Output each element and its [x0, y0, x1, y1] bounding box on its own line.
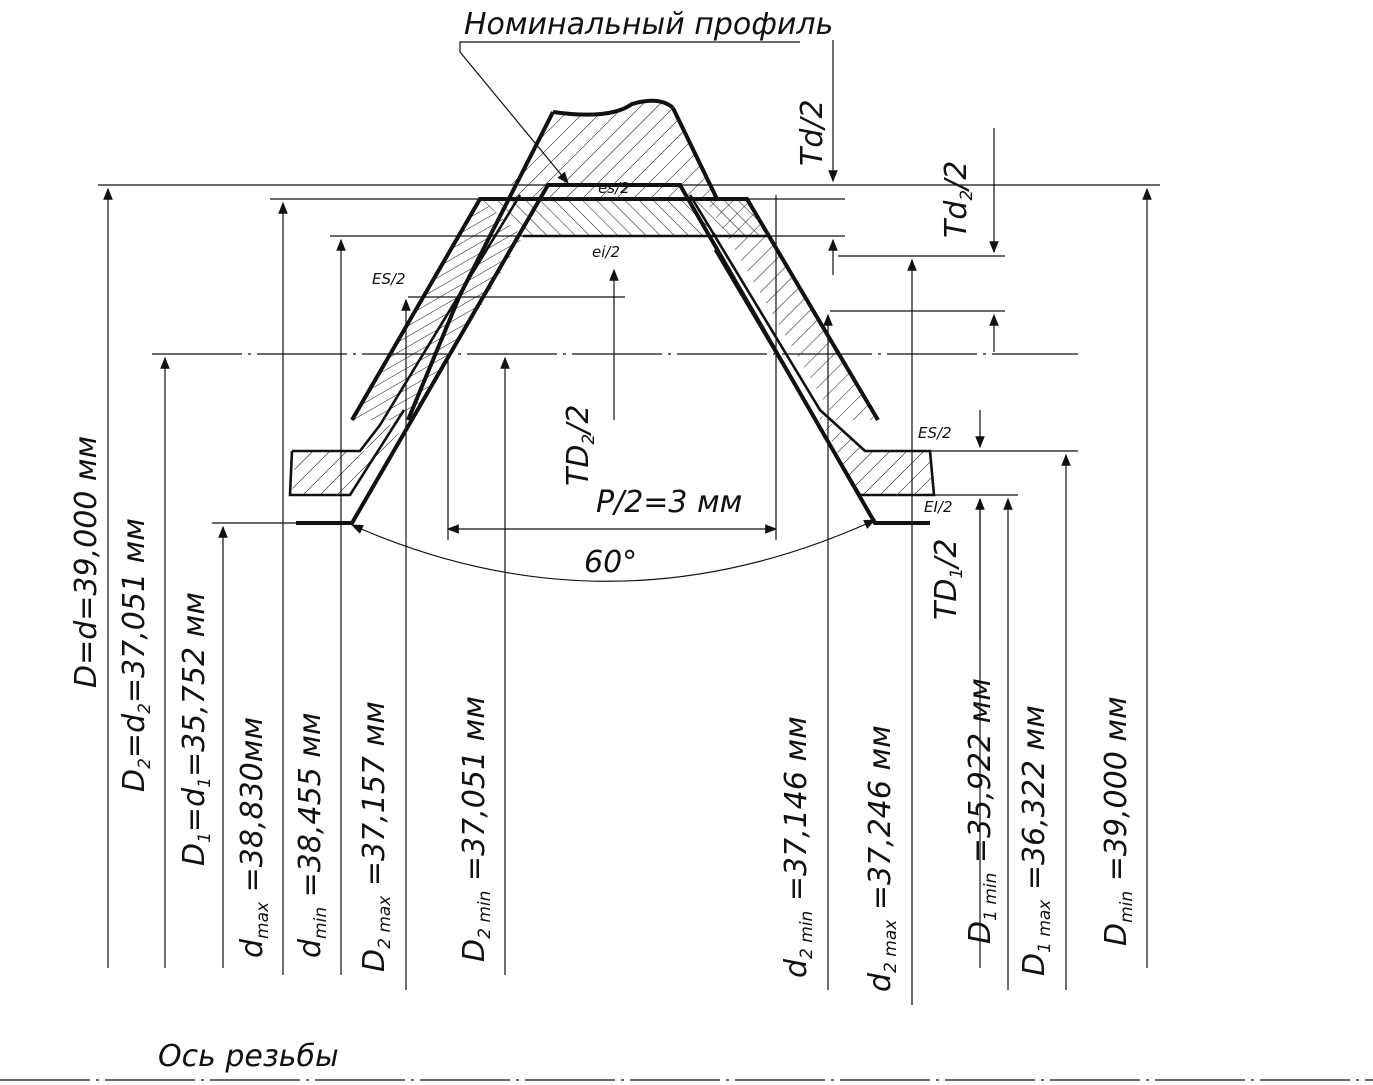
right-flank-tolerance-band: [705, 199, 878, 420]
D2max-label: D2 max =37,157 мм: [357, 701, 395, 972]
es-label: es/2: [598, 179, 630, 197]
nut-right-root-section: [815, 410, 932, 495]
d2max-label: d2 max =37,246 мм: [863, 725, 901, 992]
dmax-label: dmax =38,830мм: [235, 717, 273, 958]
Td-label: Td/2: [795, 99, 830, 166]
Dmin-label: Dmin =39,000 мм: [1099, 696, 1137, 946]
d2min-label: d2 min =37,146 мм: [779, 716, 817, 978]
angle-label: 60°: [584, 545, 637, 580]
ei-label: ei/2: [592, 243, 620, 261]
angle-arc: [350, 519, 877, 582]
EI-right-label: EI/2: [924, 498, 953, 516]
bolt-right-flank: [671, 107, 719, 200]
D-d-label: D=d=39,000 мм: [69, 436, 104, 688]
nominal-profile-leader: [459, 41, 800, 184]
D1-label: D1=d1=35,752 мм: [177, 592, 215, 866]
TD2-label: TD2/2: [561, 405, 599, 486]
D2min-label: D2 min =37,051 мм: [457, 696, 495, 962]
dmin-label: dmin =38,455 мм: [293, 712, 331, 958]
nut-left-flank: [292, 194, 522, 453]
D1min-label: D1 min =35,922 мм: [963, 678, 1001, 944]
pitch-label: P/2=3 мм: [596, 485, 742, 520]
ES-right-label: ES/2: [918, 424, 952, 442]
nut-left-root: [288, 409, 406, 497]
TD1-label: TD1/2: [929, 539, 967, 620]
bolt-tooth-section: [503, 100, 717, 199]
bolt-tooth-break: [552, 98, 675, 117]
nut-left-root-section: [292, 425, 405, 495]
ES-left-label: ES/2: [372, 270, 406, 288]
Td2-label: Td2/2: [939, 161, 977, 238]
axis-label: Ось резьбы: [158, 1039, 339, 1074]
D1max-label: D1 max =36,322 мм: [1017, 705, 1055, 976]
D2-label: D2=d2=37,051 мм: [117, 518, 155, 792]
nominal-profile-label: Номинальный профиль: [464, 7, 833, 42]
